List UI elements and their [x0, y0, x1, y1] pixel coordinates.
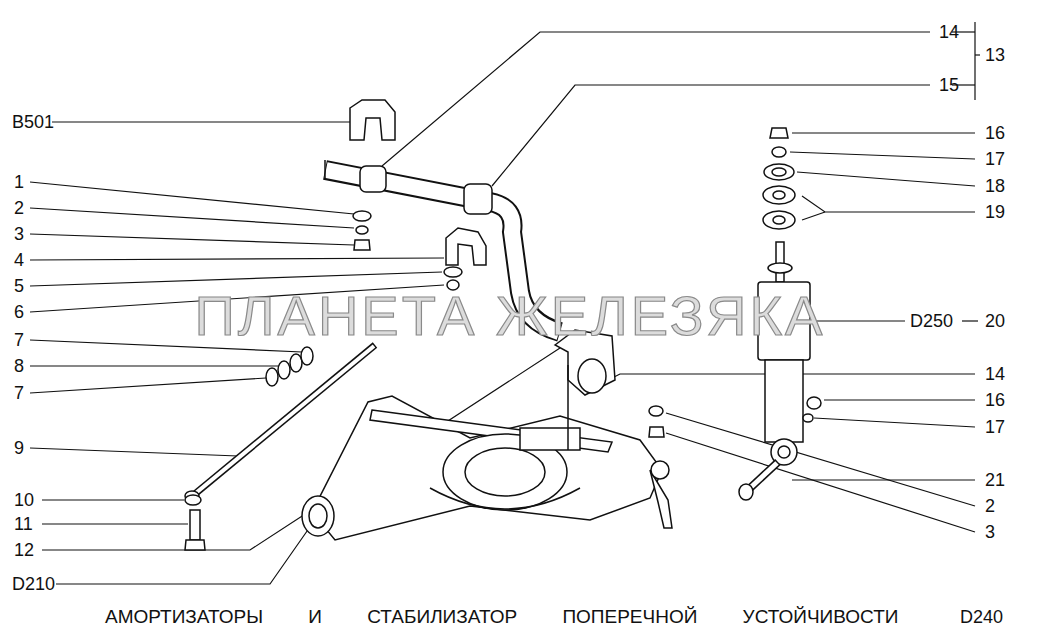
callout-number: 13	[985, 46, 1005, 64]
callout-number: 9	[14, 439, 24, 457]
part-code: D210	[12, 575, 55, 593]
callout-number: 21	[985, 471, 1005, 489]
callout-number: 6	[14, 303, 24, 321]
callout-number: 14	[939, 23, 959, 41]
watermark: ПЛАНЕТА ЖЕЛЕЗЯКА	[195, 288, 826, 344]
diagram-code: D240	[960, 608, 1003, 626]
callout-number: 16	[985, 124, 1005, 142]
callout-number: 4	[14, 251, 24, 269]
callout-number: 14	[985, 365, 1005, 383]
callout-number: 5	[14, 277, 24, 295]
callout-number: 19	[985, 203, 1005, 221]
part-code: B501	[12, 113, 54, 131]
leader-lines	[30, 22, 980, 584]
callout-number: 15	[939, 76, 959, 94]
callout-number: 16	[985, 391, 1005, 409]
callout-number: 3	[985, 523, 995, 541]
callout-number: 20	[985, 312, 1005, 330]
callout-number: 11	[14, 515, 33, 533]
callout-number: 8	[14, 357, 24, 375]
caption: АМОРТИЗАТОРЫ И СТАБИЛИЗАТОР ПОПЕРЕЧНОЙ У…	[105, 607, 898, 626]
part-code: D250	[910, 312, 953, 330]
callout-number: 2	[985, 497, 995, 515]
callout-number: 17	[985, 418, 1005, 436]
callout-number: 18	[985, 177, 1005, 195]
callout-number: 12	[14, 541, 34, 559]
callout-number: 3	[14, 225, 24, 243]
callout-number: 7	[14, 331, 24, 349]
callout-number: 1	[14, 173, 24, 191]
callout-number: 7	[14, 384, 24, 402]
callout-number: 2	[14, 199, 24, 217]
callout-number: 17	[985, 150, 1005, 168]
callout-number: 10	[14, 491, 34, 509]
